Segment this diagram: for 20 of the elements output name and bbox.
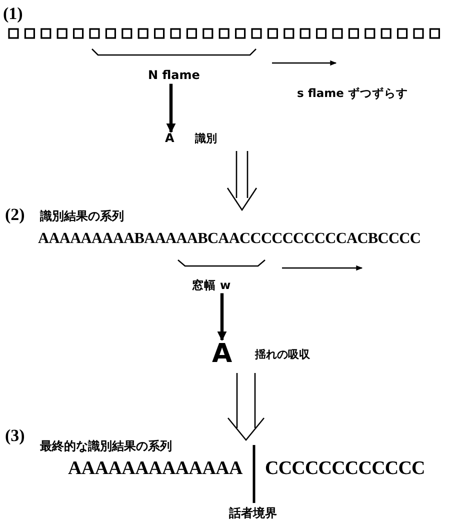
- boundary-label: 話者境界: [229, 507, 277, 521]
- section-number: (3): [5, 426, 25, 446]
- shift-note: s flame ずつずらす: [297, 87, 408, 100]
- sequence-text: AAAAAAAAAAAAA: [68, 458, 242, 480]
- arrow: [166, 84, 176, 133]
- sequence-heading: 最終的な識別結果の系列: [40, 440, 172, 454]
- hollow-arrow: [226, 150, 258, 212]
- frame-label: N flame: [148, 69, 200, 83]
- hollow-arrow: [227, 372, 265, 442]
- section-number: (2): [5, 205, 25, 225]
- result-letter: A: [165, 132, 174, 146]
- sequence-heading: 識別結果の系列: [40, 210, 124, 224]
- section-number: (1): [3, 4, 23, 24]
- result-letter: A: [212, 340, 232, 370]
- arrow: [217, 293, 227, 341]
- step-note: 識別: [195, 133, 217, 146]
- step-note: 揺れの吸収: [255, 349, 310, 362]
- sequence-text: CCCCCCCCCCCC: [265, 458, 425, 480]
- sequence-text: AAAAAAAAABAAAAABCAACCCCCCCCCCACBCCCC: [38, 230, 421, 248]
- window-label: 窓幅 w: [192, 279, 231, 292]
